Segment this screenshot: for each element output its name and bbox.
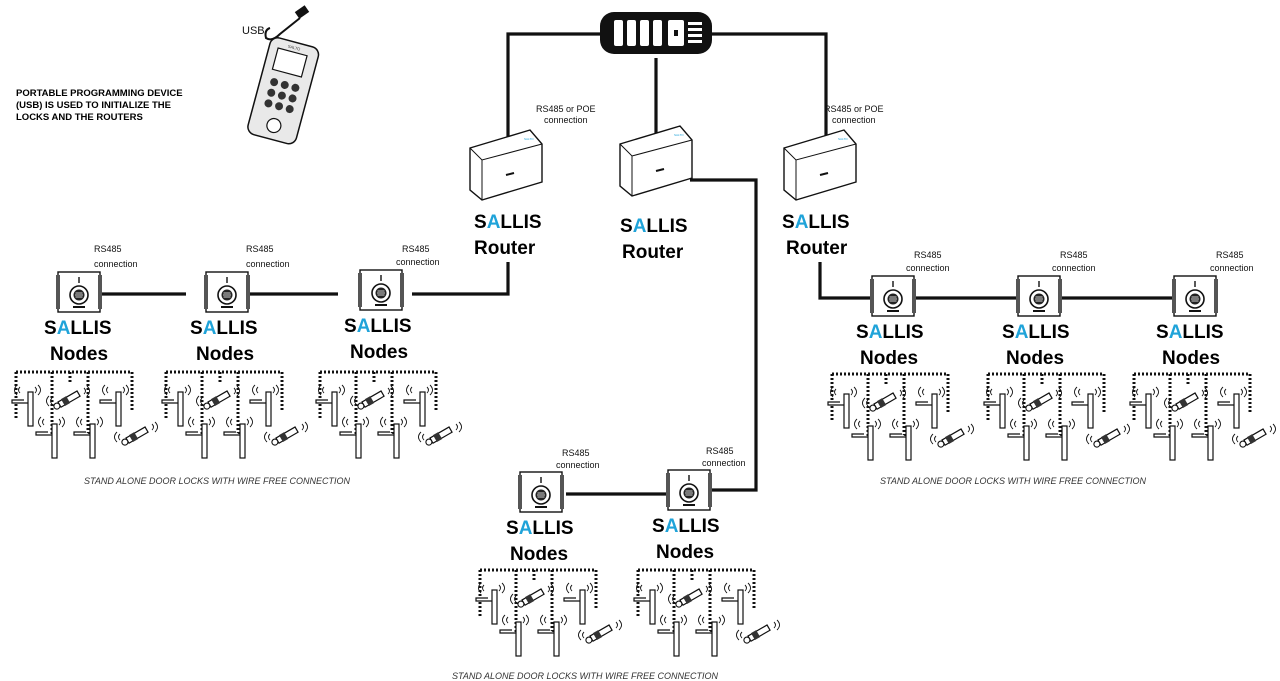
router-brand: SALLIS — [782, 212, 850, 233]
router-connection-label: RS485 or POE — [824, 104, 884, 114]
node-label: Nodes — [196, 344, 254, 365]
node-reader-icon — [869, 275, 917, 317]
router-icon — [469, 129, 543, 201]
router-brand: SALLIS — [620, 216, 688, 237]
svg-text:RS485: RS485 — [94, 244, 122, 254]
router-right: RS485 or POE connection SALLIS Router — [782, 104, 884, 259]
svg-text:connection: connection — [556, 460, 600, 470]
svg-text:RS485: RS485 — [706, 446, 734, 456]
router-middle: SALLIS Router — [619, 125, 693, 263]
usb-plug-icon — [264, 5, 310, 41]
caption-left: STAND ALONE DOOR LOCKS WITH WIRE FREE CO… — [84, 476, 351, 486]
node: RS485 connection SALLIS Nodes — [984, 250, 1130, 460]
node-label: Nodes — [1162, 348, 1220, 369]
door-handle-icon — [316, 372, 462, 458]
programming-device-icon: SALTO — [247, 37, 320, 145]
node-label: Nodes — [656, 542, 714, 563]
node: RS485 connection SALLIS Nodes — [828, 250, 974, 460]
svg-text:RS485: RS485 — [914, 250, 942, 260]
node: RS485 connection SALLIS Nodes — [1130, 250, 1276, 460]
node-reader-icon — [357, 269, 405, 311]
node-brand: SALLIS — [190, 318, 258, 339]
node-brand: SALLIS — [1002, 322, 1070, 343]
svg-text:connection: connection — [1210, 263, 1254, 273]
node-reader-icon — [517, 471, 565, 513]
caption-right: STAND ALONE DOOR LOCKS WITH WIRE FREE CO… — [880, 476, 1147, 486]
router-icon — [783, 129, 857, 201]
svg-text:connection: connection — [1052, 263, 1096, 273]
device-brand: SALTO — [287, 44, 301, 52]
router-connection-label: RS485 or POE — [536, 104, 596, 114]
network-wires — [100, 32, 1172, 496]
node-group-bottom: RS485 connection SALLIS Nodes RS485 conn… — [452, 446, 780, 681]
router-left: RS485 or POE connection SALLIS Router — [469, 104, 596, 259]
svg-text:RS485: RS485 — [1060, 250, 1088, 260]
svg-text:RS485: RS485 — [562, 448, 590, 458]
router-label: Router — [474, 238, 536, 259]
svg-text:connection: connection — [246, 259, 290, 269]
svg-text:connection: connection — [702, 458, 746, 468]
node-brand: SALLIS — [344, 316, 412, 337]
node-group-left: RS485 connection SALLIS Nodes RS485 conn… — [12, 244, 462, 486]
node-brand: SALLIS — [44, 318, 112, 339]
svg-text:RS485: RS485 — [246, 244, 274, 254]
svg-text:connection: connection — [94, 259, 138, 269]
node-label: Nodes — [350, 342, 408, 363]
node-reader-icon — [1015, 275, 1063, 317]
node-reader-icon — [203, 271, 251, 313]
door-handle-icon — [634, 570, 780, 656]
door-handle-icon — [984, 374, 1130, 460]
node-reader-icon — [55, 271, 103, 313]
node: RS485 connection SALLIS Nodes — [316, 244, 462, 458]
router-label: Router — [786, 238, 848, 259]
server-icon — [600, 12, 712, 54]
node-label: Nodes — [50, 344, 108, 365]
door-handle-icon — [828, 374, 974, 460]
node-brand: SALLIS — [856, 322, 924, 343]
router-brand: SALLIS — [474, 212, 542, 233]
node-label: Nodes — [510, 544, 568, 565]
svg-text:RS485: RS485 — [402, 244, 430, 254]
node-brand: SALLIS — [1156, 322, 1224, 343]
node-reader-icon — [1171, 275, 1219, 317]
node: RS485 connection SALLIS Nodes — [476, 448, 622, 656]
router-connection-label: connection — [544, 115, 588, 125]
door-handle-icon — [476, 570, 622, 656]
door-handle-icon — [1130, 374, 1276, 460]
node: RS485 connection SALLIS Nodes — [162, 244, 308, 458]
svg-text:connection: connection — [396, 257, 440, 267]
svg-text:connection: connection — [906, 263, 950, 273]
node: RS485 connection SALLIS Nodes — [12, 244, 158, 458]
caption-bottom: STAND ALONE DOOR LOCKS WITH WIRE FREE CO… — [452, 671, 719, 681]
door-handle-icon — [162, 372, 308, 458]
node-label: Nodes — [1006, 348, 1064, 369]
svg-text:RS485: RS485 — [1216, 250, 1244, 260]
node: RS485 connection SALLIS Nodes — [634, 446, 780, 656]
usb-label: USB — [242, 25, 265, 37]
node-label: Nodes — [860, 348, 918, 369]
router-connection-label: connection — [832, 115, 876, 125]
node-reader-icon — [665, 469, 713, 511]
router-label: Router — [622, 242, 684, 263]
door-handle-icon — [12, 372, 158, 458]
node-brand: SALLIS — [652, 516, 720, 537]
router-icon — [619, 125, 693, 197]
programmer-description: PORTABLE PROGRAMMING DEVICE (USB) IS USE… — [16, 88, 185, 123]
node-brand: SALLIS — [506, 518, 574, 539]
node-group-right: RS485 connection SALLIS Nodes RS485 conn… — [828, 250, 1276, 486]
programming-device: USB SALTO PORTABLE PROGRAMMING DEVICE (U… — [16, 5, 320, 145]
